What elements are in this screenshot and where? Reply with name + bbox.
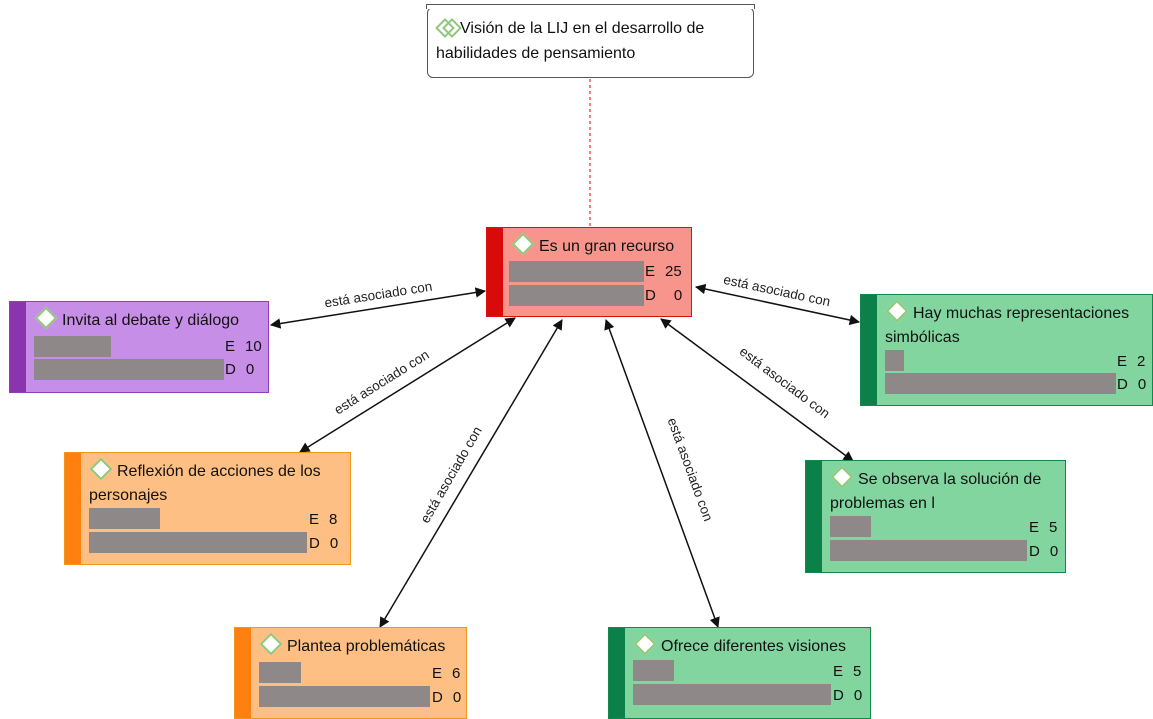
root-node-title: Visión de la LIJ en el desarrollo de hab…	[435, 18, 705, 62]
density-bar	[509, 285, 644, 306]
edge-invita[interactable]: está asociado con	[269, 279, 487, 329]
density-bar	[34, 359, 224, 380]
groundedness-bar	[34, 336, 111, 357]
density-bar	[259, 686, 430, 707]
node-stripe	[861, 295, 877, 405]
edge-label-ofrece: está asociado con	[665, 416, 716, 523]
groundedness-bar	[509, 261, 644, 282]
node-title: Ofrece diferentes visiones	[633, 632, 864, 659]
quotation-icon	[435, 18, 462, 38]
edge-label-reflexion: está asociado con	[331, 347, 431, 417]
code-icon	[633, 632, 657, 656]
groundedness-bar	[259, 662, 301, 683]
node-stripe	[235, 628, 251, 718]
root-node-cap	[426, 4, 755, 9]
edge-label-plantea: está asociado con	[417, 424, 484, 526]
groundedness-bar	[633, 660, 674, 681]
node-stripe	[806, 461, 822, 572]
density-bar	[633, 684, 831, 705]
node-title: Hay muchas representaciones simbólicas	[885, 299, 1146, 350]
code-icon	[89, 457, 113, 481]
root-quotation-node[interactable]: Visión de la LIJ en el desarrollo de hab…	[426, 4, 755, 78]
node-title: Se observa la solución de problemas en l	[830, 465, 1059, 516]
density-bar	[885, 373, 1116, 394]
edge-observa[interactable]: está asociado con	[660, 318, 854, 462]
code-icon	[511, 232, 535, 256]
edge-ofrece[interactable]: está asociado con	[604, 319, 720, 628]
edge-label-invita: está asociado con	[323, 279, 433, 311]
node-stripe	[10, 302, 26, 392]
node-title: Plantea problemáticas	[259, 632, 460, 659]
code-icon	[34, 306, 58, 330]
node-title: Invita al debate y diálogo	[34, 306, 262, 333]
groundedness-bar	[885, 350, 904, 371]
code-icon	[830, 465, 854, 489]
node-stripe	[487, 228, 503, 316]
node-title: Reflexión de acciones de los personajes	[89, 457, 344, 508]
density-bar	[89, 532, 307, 553]
node-stripe	[65, 453, 81, 564]
code-icon	[259, 632, 283, 656]
groundedness-bar	[89, 508, 160, 529]
node-stripe	[609, 628, 625, 718]
node-se-observa-la-solucion[interactable]: Se observa la solución de problemas en l…	[805, 460, 1066, 573]
edge-label-observa: está asociado con	[737, 344, 833, 421]
edge-hay[interactable]: está asociado con	[694, 272, 861, 326]
node-hay-muchas-representaciones[interactable]: Hay muchas representaciones simbólicas E…	[860, 294, 1153, 406]
node-title: Es un gran recurso	[511, 232, 685, 259]
density-bar	[830, 540, 1027, 561]
groundedness-bar	[830, 516, 871, 537]
code-icon	[885, 299, 909, 323]
node-reflexion-de-acciones[interactable]: Reflexión de acciones de los personajes …	[64, 452, 351, 565]
